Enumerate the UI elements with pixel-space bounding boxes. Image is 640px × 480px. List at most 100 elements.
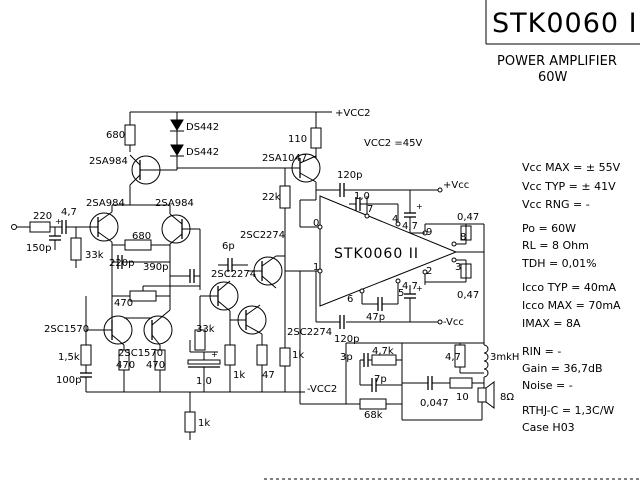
zobel-network: 0,047 10: [402, 376, 484, 409]
feedback-network: 3p 4,7k 7p 68k: [299, 271, 484, 421]
transistor-2sc2274-c: 2SC2274: [230, 304, 332, 345]
diode-ds442-1: DS442: [170, 112, 219, 145]
svg-text:4: 4: [392, 214, 398, 225]
title-block: STK0060 II POWER AMPLIFIER 60W: [485, 0, 640, 85]
svg-text:1,0: 1,0: [354, 191, 370, 202]
svg-text:22k: 22k: [262, 192, 281, 203]
cap-47p: 47p: [361, 283, 399, 323]
spec-noise: Noise = -: [522, 379, 573, 392]
svg-text:-Vcc: -Vcc: [443, 317, 464, 328]
svg-text:110: 110: [288, 134, 307, 145]
spec-rl: RL = 8 Ohm: [522, 239, 589, 252]
svg-text:2SA984: 2SA984: [86, 198, 125, 209]
ic-label: STK0060 II: [334, 246, 419, 262]
cap-4-7-top: + 4,7: [402, 190, 425, 234]
svg-text:7p: 7p: [374, 374, 387, 385]
svg-text:+: +: [55, 217, 62, 226]
svg-text:680: 680: [132, 231, 151, 242]
resistor-680-mid: 680: [112, 231, 170, 251]
resistor-1k-bottom: 1k: [184, 392, 210, 440]
title-line2: 60W: [538, 70, 568, 85]
transistor-2sc1570-a: 2SC1570: [44, 310, 133, 346]
svg-text:33k: 33k: [85, 250, 104, 261]
transistor-2sc2274-a: 2SC2274: [240, 230, 285, 289]
resistor-22k: 22k: [262, 168, 291, 348]
svg-text:10: 10: [456, 392, 469, 403]
resistor-1k-b: 1k: [279, 347, 304, 392]
svg-text:390p: 390p: [143, 262, 168, 273]
spec-rthj: RTHJ-C = 1,3C/W: [522, 404, 614, 417]
svg-text:470: 470: [146, 360, 165, 371]
svg-text:120p: 120p: [334, 334, 359, 345]
svg-text:47: 47: [262, 370, 275, 381]
vcc2-positive-rail: +VCC2 VCC2 =45V: [130, 108, 422, 149]
transistor-2sa984-right: 2SA984: [155, 198, 201, 310]
svg-text:0,047: 0,047: [420, 398, 449, 409]
svg-text:2SA984: 2SA984: [155, 198, 194, 209]
speaker-8-ohm: 8Ω: [401, 381, 514, 421]
svg-text:470: 470: [116, 360, 135, 371]
ic-stk0060: STK0060 II 0 1 7 4 9 8 3 2 5 6: [300, 195, 470, 307]
svg-text:1,5k: 1,5k: [58, 352, 80, 363]
svg-text:3: 3: [455, 262, 461, 273]
cap-1-0-b: + 1,0: [187, 340, 221, 392]
transistor-2sc2274-b: 2SC2274: [200, 269, 256, 345]
svg-text:150p: 150p: [26, 243, 51, 254]
svg-text:4,7: 4,7: [402, 281, 418, 292]
transistor-2sa984-top: 2SA984: [89, 154, 178, 205]
resistor-470-mid: 470: [112, 285, 200, 309]
transistor-2sa1047: 2SA1047: [177, 153, 321, 190]
svg-text:3mkH: 3mkH: [490, 352, 519, 363]
vcc2-value-label: VCC2 =45V: [364, 138, 422, 149]
svg-text:3p: 3p: [340, 352, 353, 363]
diode-ds442-2: DS442: [170, 144, 219, 168]
spec-po: Po = 60W: [522, 222, 576, 235]
cap-390p: 390p: [143, 262, 200, 283]
svg-text:2SA1047: 2SA1047: [262, 153, 307, 164]
spec-icco-max: Icco MAX = 70mA: [522, 299, 621, 312]
cap-220p: 220p: [109, 255, 170, 269]
title-line1: POWER AMPLIFIER: [497, 54, 617, 69]
svg-text:1: 1: [313, 262, 319, 273]
svg-text:+Vcc: +Vcc: [443, 180, 469, 191]
resistor-470-a: 470: [116, 345, 135, 392]
svg-text:680: 680: [106, 130, 125, 141]
spec-rin: RIN = -: [522, 345, 561, 358]
svg-text:5: 5: [398, 288, 404, 299]
vcc2-pos-label: +VCC2: [335, 108, 371, 119]
vcc-negative: -Vcc: [346, 317, 464, 328]
svg-text:4,7k: 4,7k: [372, 346, 394, 357]
output-filter: 4,7 3mkH: [445, 343, 519, 388]
resistor-1-5k: 1,5k: [58, 296, 92, 373]
svg-text:220p: 220p: [109, 258, 134, 269]
spec-icco-typ: Icco TYP = 40mA: [522, 281, 617, 294]
svg-text:+: +: [416, 284, 423, 293]
spec-case: Case H03: [522, 421, 575, 434]
svg-text:120p: 120p: [337, 170, 362, 181]
svg-text:2SC2274: 2SC2274: [240, 230, 285, 241]
svg-text:33k: 33k: [196, 324, 215, 335]
svg-text:DS442: DS442: [186, 122, 219, 133]
resistor-680-top: 680: [106, 112, 136, 152]
svg-text:8Ω: 8Ω: [500, 392, 514, 403]
svg-text:0,47: 0,47: [457, 212, 479, 223]
svg-text:1,0: 1,0: [196, 376, 212, 387]
resistor-0-47-b: 0,47: [424, 259, 479, 301]
svg-text:47p: 47p: [366, 312, 385, 323]
svg-text:4,7: 4,7: [402, 221, 418, 232]
svg-text:6: 6: [347, 294, 353, 305]
vcc2-negative-rail: -VCC2: [86, 384, 337, 395]
transistor-2sa984-left: 2SA984: [86, 198, 170, 310]
cap-120p-bot: 120p: [315, 271, 359, 345]
cap-120p-top: 120p: [316, 170, 438, 197]
svg-text:100p: 100p: [56, 375, 81, 386]
svg-text:2SC2274: 2SC2274: [211, 269, 256, 280]
resistor-1k-a: 1k: [224, 344, 245, 392]
spec-block: Vcc MAX = ± 55V Vcc TYP = ± 41V Vcc RNG …: [521, 161, 621, 434]
svg-text:2SC2274: 2SC2274: [287, 327, 332, 338]
svg-text:2SC1570: 2SC1570: [44, 324, 89, 335]
spec-imax: IMAX = 8A: [522, 317, 581, 330]
part-number: STK0060 II: [492, 8, 640, 39]
resistor-470-b: 470: [146, 345, 166, 392]
